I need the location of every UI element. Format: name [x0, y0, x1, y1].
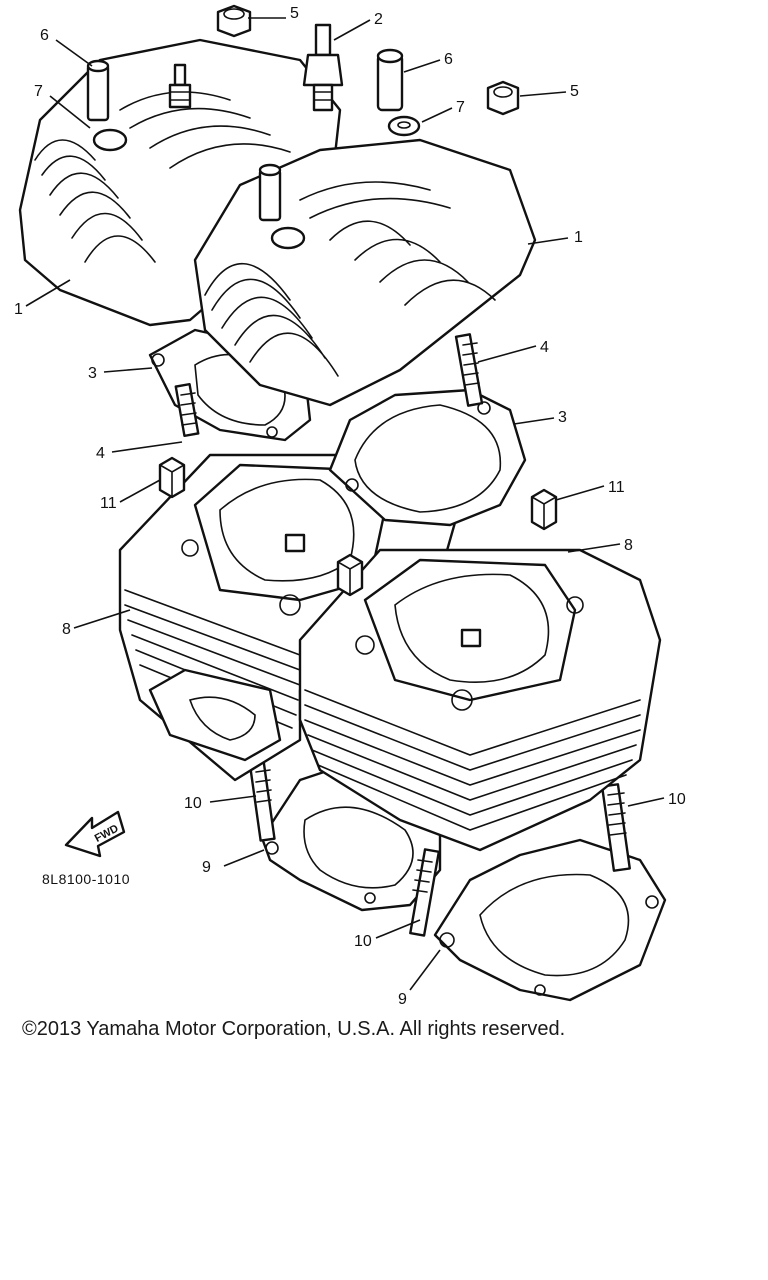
callout-6-right: 6 — [444, 51, 453, 68]
callout-3-right: 3 — [558, 409, 567, 426]
collar-right — [376, 48, 404, 112]
bolt-left-a — [158, 456, 186, 499]
callout-8-left: 8 — [62, 621, 71, 638]
stud-bolt-head-right — [454, 333, 484, 407]
callout-11-right: 11 — [608, 479, 625, 496]
callout-numbers: 6 7 5 2 6 7 5 1 1 3 4 4 3 11 11 8 8 10 9… — [14, 5, 686, 1008]
callout-5-left: 5 — [290, 5, 299, 22]
callout-3-left: 3 — [88, 365, 97, 382]
callout-4-right: 4 — [540, 339, 549, 356]
stud-bolt-left — [248, 758, 276, 842]
callout-4-left: 4 — [96, 445, 105, 462]
exploded-parts-diagram: 6 7 5 2 6 7 5 1 1 3 4 4 3 11 11 8 8 10 9… — [14, 4, 686, 1008]
spark-plug-right — [302, 23, 344, 112]
bolt-left-b — [336, 553, 364, 597]
cylinder-left — [118, 453, 472, 782]
fwd-arrow-icon: FWD — [64, 810, 126, 858]
cap-nut-left — [216, 4, 252, 38]
callout-9-center: 9 — [398, 991, 407, 1008]
copyright-notice: ©2013 Yamaha Motor Corporation, U.S.A. A… — [22, 1018, 566, 1040]
cap-nut-right — [486, 80, 520, 116]
part-code: 8L8100-1010 — [42, 871, 130, 887]
callout-8-right: 8 — [624, 537, 633, 554]
callout-1-left: 1 — [14, 301, 23, 318]
callout-10-left: 10 — [184, 795, 202, 812]
callout-11-left: 11 — [100, 495, 117, 512]
callout-9-left: 9 — [202, 859, 211, 876]
callout-10-center: 10 — [354, 933, 372, 950]
stud-bolt-head-left — [174, 382, 200, 438]
callout-10-right: 10 — [668, 791, 686, 808]
bolt-right — [530, 488, 558, 531]
stud-bolt-center — [409, 848, 441, 937]
washer-right — [387, 115, 421, 137]
cylinder-right — [298, 548, 662, 852]
spark-plug-left — [168, 63, 192, 109]
callout-7-right: 7 — [456, 99, 465, 116]
cylinder-head-right — [193, 138, 537, 407]
callout-2: 2 — [374, 11, 383, 28]
callout-5-right: 5 — [570, 83, 579, 100]
callout-1-right: 1 — [574, 229, 583, 246]
base-gasket-right — [433, 838, 667, 1002]
callout-6-left: 6 — [40, 27, 49, 44]
callout-7-left: 7 — [34, 83, 43, 100]
head-gasket-right — [328, 388, 527, 527]
leader-lines — [25, 17, 665, 991]
